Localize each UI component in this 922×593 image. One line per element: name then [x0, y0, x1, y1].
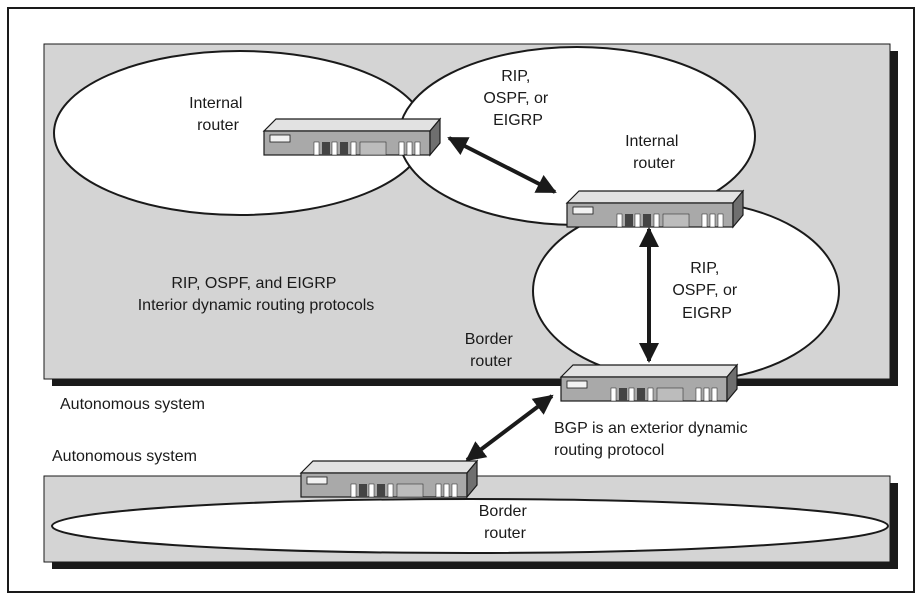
network-ellipse-bottom — [51, 498, 889, 554]
label-interior-protocols: RIP, OSPF, and EIGRP Interior dynamic ro… — [138, 275, 375, 314]
router-internal-2 — [566, 190, 744, 228]
label-bgp-note: BGP is an exterior dynamic routing proto… — [554, 420, 752, 459]
arrow-bgp-border-to-border — [465, 394, 554, 462]
label-protocols-1: RIP, OSPF, or EIGRP — [483, 68, 552, 129]
router-border-upper — [560, 364, 738, 402]
router-border-lower — [300, 460, 478, 498]
label-internal-router-2: Internal router — [625, 133, 683, 172]
arrow-internal-to-internal — [447, 136, 557, 194]
label-as-upper: Autonomous system — [60, 396, 205, 413]
label-internal-router-1: Internal router — [189, 95, 247, 134]
label-protocols-2: RIP, OSPF, or EIGRP — [672, 260, 741, 322]
label-border-router-lower: Border router — [479, 503, 531, 542]
label-as-lower: Autonomous system — [52, 448, 197, 465]
router-internal-1 — [263, 118, 441, 156]
label-border-router-upper: Border router — [465, 331, 517, 370]
